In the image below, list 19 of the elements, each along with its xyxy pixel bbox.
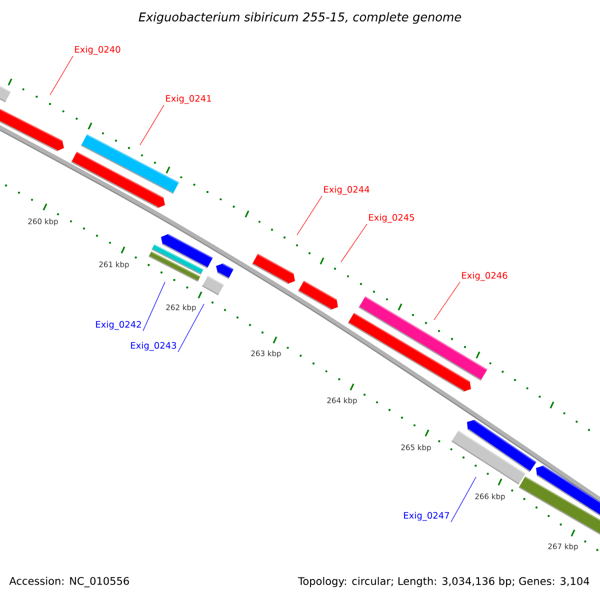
leader-line (142, 282, 166, 332)
leader-line (434, 282, 460, 320)
gene-label: Exig_0242 (96, 320, 141, 330)
gene-label: Exig_0240 (75, 46, 120, 55)
gene-label: Exig_0246 (462, 272, 508, 281)
leader-line (178, 304, 204, 352)
title: Exiguobacterium sibiricum 255-15, complete genome (138, 12, 462, 24)
leader-line (140, 104, 164, 146)
footer-text: Topology: circular; Length: 3,034,136 bp; Genes: 3,104 (298, 576, 590, 588)
gene-label: Exig_0241 (166, 94, 211, 104)
footer-text: Accession: NC_010556 (9, 576, 129, 588)
gene-label: Exig_0247 (404, 512, 450, 521)
gene-label: Exig_0244 (324, 186, 370, 195)
leader-line (340, 224, 368, 262)
leader-line (450, 476, 476, 522)
gene-label: Exig_0245 (369, 214, 414, 223)
leader-line (50, 56, 74, 96)
gene-label: Exig_0243 (131, 342, 176, 351)
leader-line (296, 196, 322, 236)
